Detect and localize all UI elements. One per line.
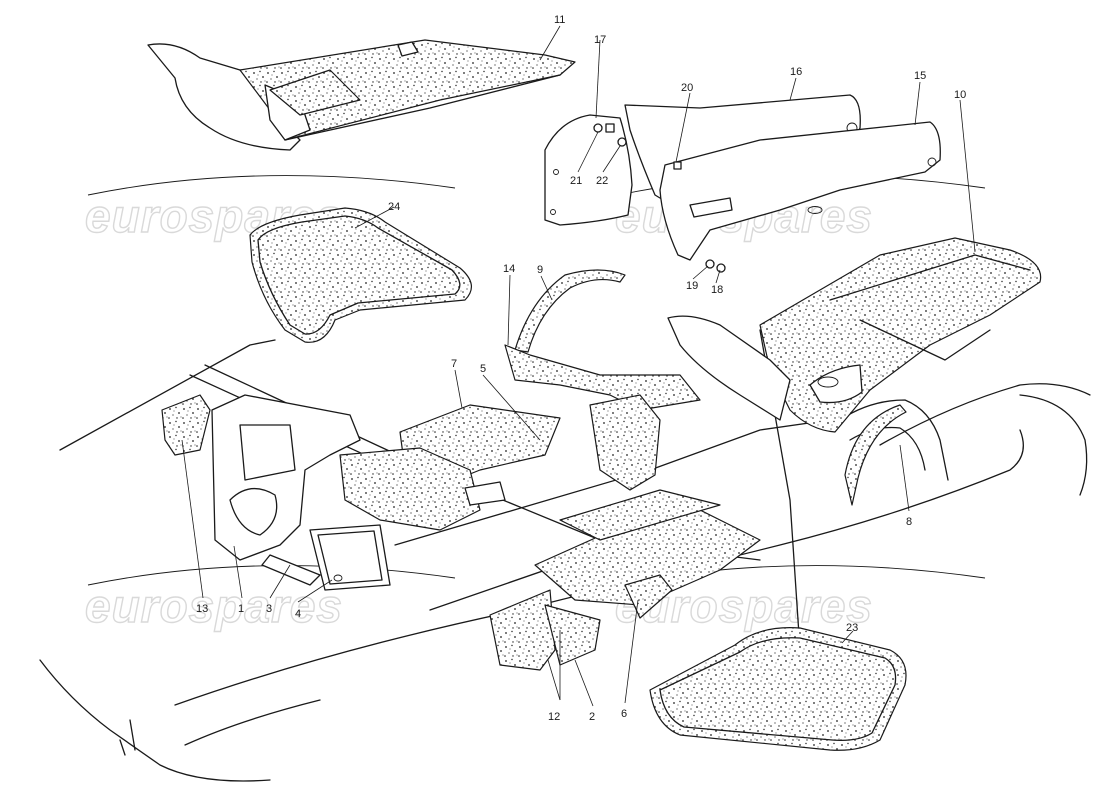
watermark-text: eurospares — [85, 190, 343, 242]
part-23-floor-mat — [649, 627, 907, 751]
watermark-bottom-left: eurospares — [84, 565, 456, 633]
watermark-top-left: eurospares — [84, 175, 456, 243]
callout-1: 1 — [238, 603, 244, 615]
part-6-rear-floor-carpet — [534, 489, 761, 619]
callout-12-a: 12 — [548, 711, 560, 723]
callout-13: 13 — [196, 603, 208, 615]
callout-18: 18 — [711, 284, 723, 296]
part-15-side-trim — [659, 121, 941, 261]
callout-2: 2 — [589, 711, 595, 723]
watermark-text: eurospares — [85, 580, 343, 632]
part-13-kick-panel — [161, 394, 211, 456]
part-8-wheel-arch-carpet — [844, 404, 907, 506]
part-7-front-floor-carpet — [339, 404, 561, 531]
leader-lines — [181, 25, 976, 707]
callout-4: 4 — [295, 608, 301, 620]
callout-15: 15 — [914, 70, 926, 82]
callout-5: 5 — [480, 363, 486, 375]
callout-labels: 1 2 3 4 5 6 7 8 9 10 11 12 13 14 15 16 1… — [196, 14, 966, 723]
callout-11: 11 — [554, 14, 565, 26]
clips-18-22 — [593, 123, 726, 273]
callout-8: 8 — [906, 516, 912, 528]
callout-10: 10 — [954, 89, 966, 101]
part-12-sill-carpet — [489, 589, 601, 671]
callout-22: 22 — [596, 175, 608, 187]
callout-24: 24 — [388, 201, 400, 213]
part-9-arch-strip — [514, 269, 626, 353]
part-24-floor-mat — [249, 207, 472, 343]
callout-7: 7 — [451, 358, 457, 370]
part-1-dash-trim — [211, 394, 361, 561]
part-4-glovebox-trim — [309, 524, 391, 591]
callout-17: 17 — [594, 34, 606, 46]
part-11-trunk-carpet — [147, 39, 576, 151]
callout-3: 3 — [266, 603, 272, 615]
part-10-rear-floor-carpet — [667, 237, 1042, 433]
part-3-trim-strip — [261, 554, 321, 586]
part-14-tunnel-carpet — [504, 344, 701, 491]
callout-21: 21 — [570, 175, 582, 187]
callout-23: 23 — [846, 622, 858, 634]
part-17-side-panel — [544, 114, 633, 226]
callout-14: 14 — [503, 263, 515, 275]
callout-6: 6 — [621, 708, 627, 720]
callout-16: 16 — [790, 66, 802, 78]
callout-19: 19 — [686, 280, 698, 292]
callout-20: 20 — [681, 82, 693, 94]
callout-9: 9 — [537, 264, 543, 276]
